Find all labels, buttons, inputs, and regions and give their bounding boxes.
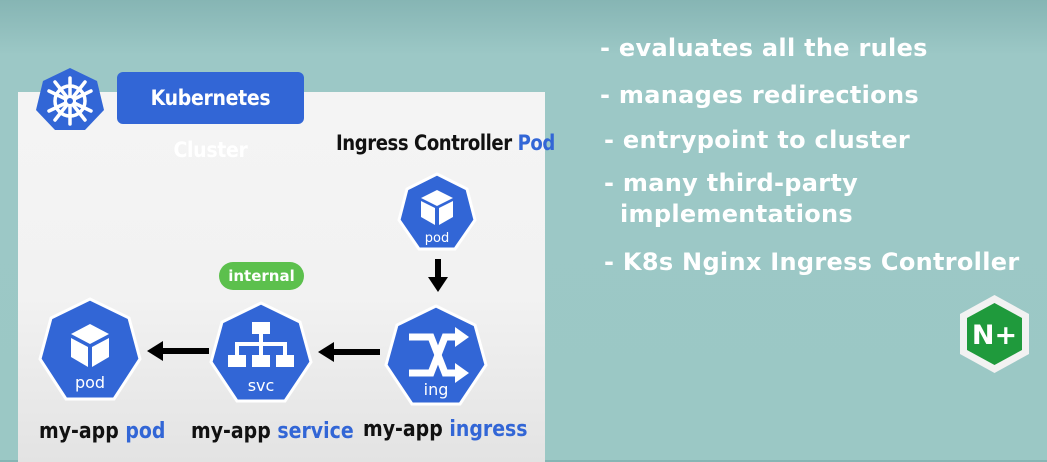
network-icon: [228, 322, 294, 367]
ingress-node: ing: [381, 303, 491, 409]
cube-icon: [421, 190, 453, 225]
cube-icon: [71, 324, 109, 367]
controller-title-accent: Pod: [517, 131, 556, 155]
service-node: svc: [207, 300, 315, 406]
bullet-item: - entrypoint to cluster: [604, 126, 911, 154]
ingress-caption-prefix: my-app: [363, 417, 443, 442]
pod-caption-prefix: my-app: [39, 419, 119, 444]
ingress-icon-label: ing: [424, 380, 449, 399]
left-arrow-icon: [318, 341, 380, 363]
down-arrow-icon: [427, 259, 449, 293]
nginx-logo-text: N+: [972, 320, 1017, 351]
kubernetes-logo-icon: [34, 66, 106, 132]
controller-title-text: Ingress Controller: [336, 131, 512, 155]
bullet-item: - K8s Nginx Ingress Controller: [604, 248, 1020, 276]
bullet-item: - manages redirections: [600, 81, 919, 109]
pod-caption-accent: pod: [125, 419, 166, 444]
ingress-caption: my-app ingress: [363, 417, 528, 442]
pod-node: pod: [36, 296, 144, 404]
bullet-item: - many third-party: [604, 169, 859, 197]
left-arrow-icon: [147, 340, 209, 362]
pod-icon-label: pod: [75, 373, 105, 392]
service-caption-accent: service: [277, 419, 354, 444]
ingress-controller-title: Ingress Controller Pod: [336, 131, 555, 155]
cluster-label: Kubernetes Cluster: [117, 72, 304, 162]
service-caption: my-app service: [191, 419, 354, 444]
controller-pod-icon-label: pod: [425, 231, 449, 246]
service-caption-prefix: my-app: [191, 419, 271, 444]
shuffle-icon: [409, 333, 457, 377]
ingress-caption-accent: ingress: [449, 417, 528, 442]
service-icon-label: svc: [248, 376, 275, 395]
internal-badge: internal: [219, 262, 304, 290]
controller-pod-node: pod: [395, 170, 479, 254]
pod-caption: my-app pod: [39, 419, 165, 444]
bullet-item: - evaluates all the rules: [600, 34, 928, 62]
nginx-plus-logo-icon: N+: [957, 293, 1032, 375]
bullet-item-continuation: implementations: [620, 200, 854, 228]
